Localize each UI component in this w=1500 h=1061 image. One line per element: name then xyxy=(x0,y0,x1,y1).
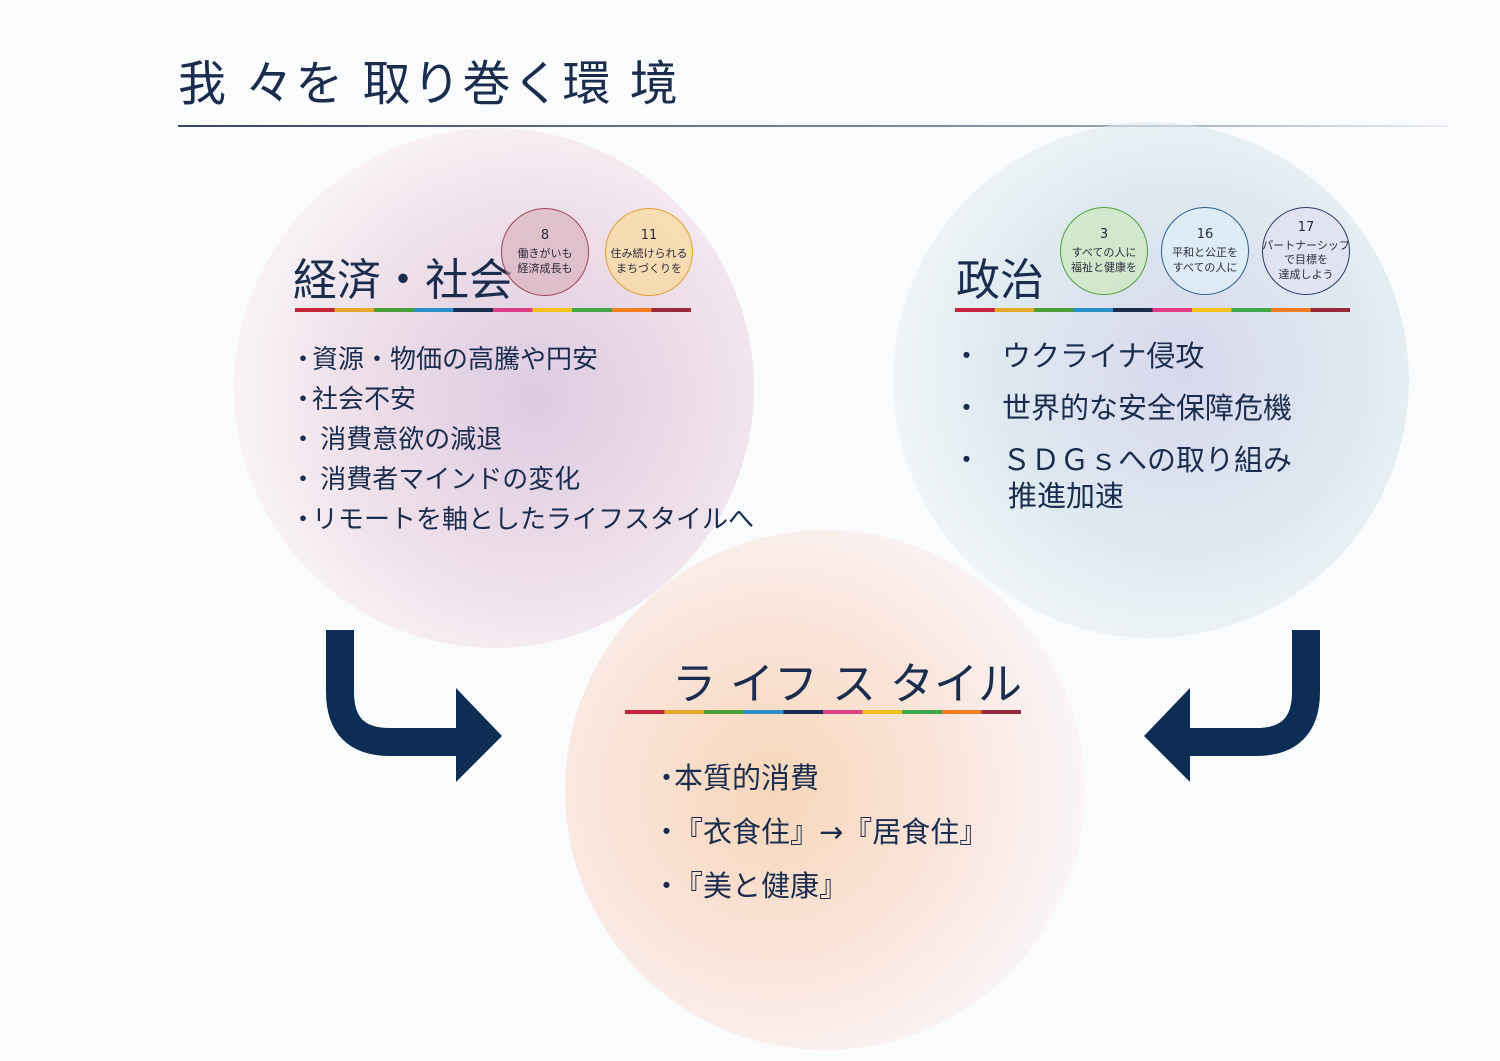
sdg-badge-text: すべての人に 福祉と健康を xyxy=(1071,245,1137,274)
list-item-text: ウクライナ侵攻 xyxy=(1002,339,1205,373)
sdg-badge-number: 16 xyxy=(1196,227,1214,243)
list-item: ・『衣食住』→『居食住』 xyxy=(652,809,988,863)
list-item-text: 『美と健康』 xyxy=(674,869,849,903)
list-item-text: リモートを軸としたライフスタイルへ xyxy=(312,505,755,535)
list-item: ・ 消費者マインドの変化 xyxy=(290,460,754,500)
sdg-badge-text: パートナーシップ で目標を 達成しよう xyxy=(1262,238,1350,282)
left-bent-arrow-icon xyxy=(326,630,502,782)
list-item-text: 本質的消費 xyxy=(674,761,820,795)
list-item-text: 社会不安 xyxy=(312,385,417,415)
lifestyle-circle xyxy=(565,530,1085,1050)
list-item: ・ 消費意欲の減退 xyxy=(290,420,754,460)
sdg-badge-11: 11 住み続けられる まちづくりを xyxy=(605,208,693,296)
sdg-badge-3: 3 すべての人に 福祉と健康を xyxy=(1060,207,1148,295)
sdg-badge-17: 17 パートナーシップ で目標を 達成しよう xyxy=(1262,207,1350,295)
list-item-text: 消費意欲の減退 xyxy=(312,425,503,455)
politics-circle xyxy=(893,122,1409,638)
right-bent-arrow-icon xyxy=(1144,630,1320,782)
lifestyle-list: ・本質的消費 ・『衣食住』→『居食住』 ・『美と健康』 xyxy=(652,755,988,917)
economy-heading: 経済・社会 xyxy=(293,255,513,306)
bullet: ・ xyxy=(952,391,982,425)
bullet: ・ xyxy=(290,505,317,535)
list-item: ・本質的消費 xyxy=(652,755,988,809)
bullet: ・ xyxy=(652,761,682,795)
sdg-badge-number: 17 xyxy=(1297,219,1315,235)
list-item: ・資源・物価の高騰や円安 xyxy=(290,340,754,380)
title-divider xyxy=(178,125,1448,127)
sdg-badge-number: 11 xyxy=(640,228,658,244)
list-item-text: 消費者マインドの変化 xyxy=(312,465,581,495)
page-title: 我 々を 取り巻く環 境 xyxy=(178,56,680,112)
sdg-badge-number: 8 xyxy=(540,228,550,244)
list-item-text: 世界的な安全保障危機 xyxy=(1002,391,1293,425)
sdg-badge-number: 3 xyxy=(1099,227,1109,243)
list-item: ・ウクライナ侵攻 xyxy=(952,338,1292,374)
bullet: ・ xyxy=(290,385,317,415)
bullet: ・ xyxy=(952,443,982,477)
economy-list: ・資源・物価の高騰や円安 ・社会不安 ・ 消費意欲の減退 ・ 消費者マインドの変… xyxy=(290,340,754,540)
bullet: ・ xyxy=(652,869,682,903)
list-item: ・リモートを軸としたライフスタイルへ xyxy=(290,500,754,540)
bullet: ・ xyxy=(290,465,317,495)
bullet: ・ xyxy=(290,425,317,455)
bullet: ・ xyxy=(952,339,982,373)
politics-list: ・ウクライナ侵攻 ・世界的な安全保障危機 ・ＳＤＧｓへの取り組み 推進加速 xyxy=(952,338,1293,530)
list-item-text: ＳＤＧｓへの取り組み 推進加速 xyxy=(1002,443,1293,513)
list-item-text: 『衣食住』→『居食住』 xyxy=(674,815,989,849)
bullet: ・ xyxy=(652,815,682,849)
sdg-badge-16: 16 平和と公正を すべての人に xyxy=(1161,207,1249,295)
sdg-badge-text: 平和と公正を すべての人に xyxy=(1172,245,1238,274)
list-item: ・世界的な安全保障危機 xyxy=(952,390,1293,426)
list-item: ・『美と健康』 xyxy=(652,863,988,917)
list-item: ・ ＳＤＧｓへの取り組み 推進加速 xyxy=(952,442,1293,514)
bullet: ・ xyxy=(290,345,317,375)
lifestyle-sdg-color-bar xyxy=(625,710,1021,714)
politics-heading: 政治 xyxy=(956,255,1044,306)
sdg-badge-text: 住み続けられる まちづくりを xyxy=(610,246,688,275)
sdg-badge-text: 働きがいも 経済成長も xyxy=(517,246,573,275)
list-item: ・社会不安 xyxy=(290,380,754,420)
list-item-text: 資源・物価の高騰や円安 xyxy=(312,345,599,375)
lifestyle-heading: ラ イフ ス タイル xyxy=(672,659,1022,710)
sdg-badge-8: 8 働きがいも 経済成長も xyxy=(501,208,589,296)
politics-sdg-color-bar xyxy=(955,308,1350,312)
economy-sdg-color-bar xyxy=(295,308,691,312)
